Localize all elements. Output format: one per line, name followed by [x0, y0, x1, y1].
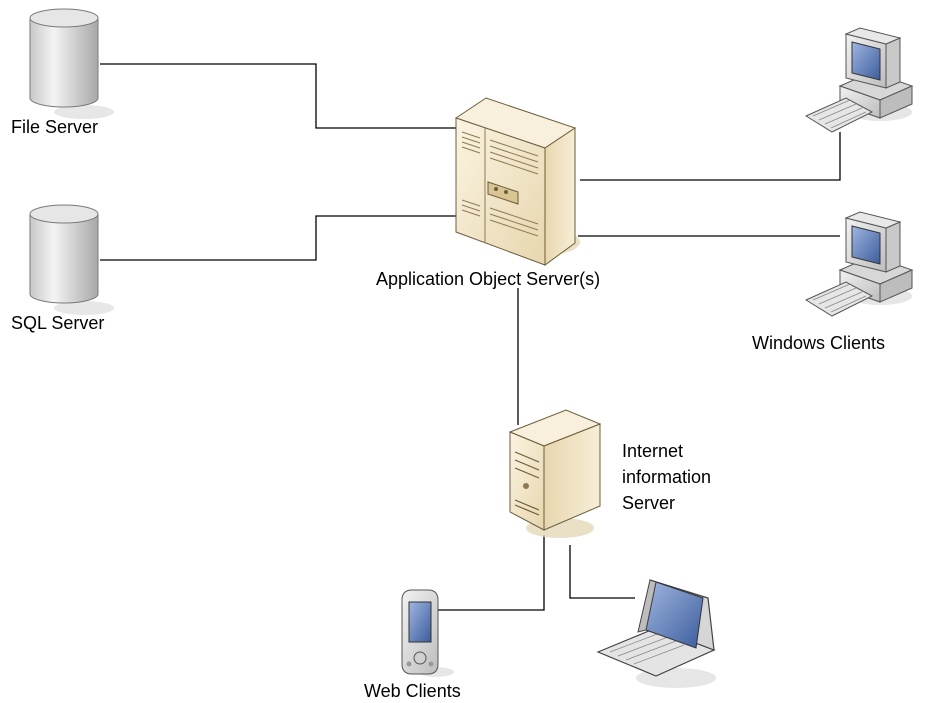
- app-server-icon: [454, 97, 580, 266]
- windows-client-1-icon: [804, 27, 914, 133]
- app-server-label: Application Object Server(s): [376, 269, 601, 289]
- pda-icon: [401, 589, 454, 677]
- file-server-icon: [29, 8, 114, 119]
- file-server-label: File Server: [11, 117, 99, 137]
- sql-server-label: SQL Server: [11, 313, 105, 333]
- iis-label-line-3: Server: [622, 493, 676, 513]
- web-clients-label: Web Clients: [364, 681, 461, 701]
- link-windows-client-1: [580, 132, 841, 181]
- iis-server-icon: [508, 409, 602, 538]
- link-file-server: [100, 63, 456, 129]
- link-laptop: [569, 545, 635, 599]
- iis-label-line-2: information: [622, 467, 712, 487]
- windows-client-2-icon: [804, 211, 914, 317]
- iis-label-line-1: Internet: [622, 441, 684, 461]
- windows-clients-label: Windows Clients: [752, 333, 886, 353]
- sql-server-icon: [29, 204, 114, 315]
- connection-lines: [100, 63, 841, 611]
- link-pda: [437, 535, 545, 611]
- link-sql-server: [100, 215, 456, 261]
- laptop-icon: [596, 579, 716, 688]
